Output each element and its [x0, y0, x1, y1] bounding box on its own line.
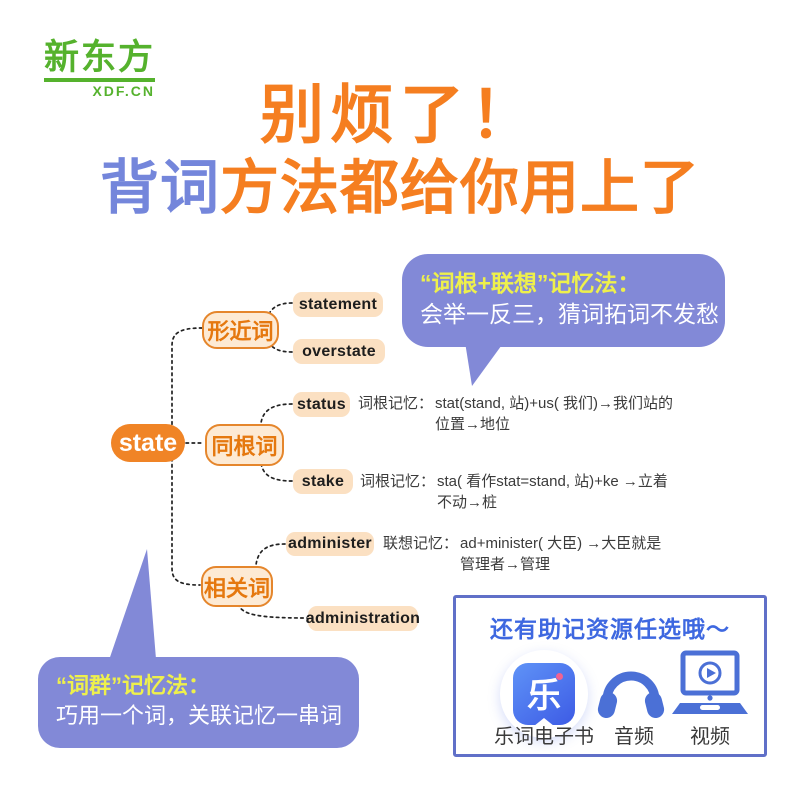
- word-node-overstate: overstate: [293, 339, 385, 364]
- laptop-video-icon: [672, 650, 748, 714]
- note-stake: 词根记忆： sta( 看作stat=stand, 站)+ke →立着 不动→桩: [360, 471, 668, 513]
- headline-highlight: 背词: [99, 155, 220, 221]
- resource-label-audio: 音频: [614, 726, 654, 748]
- category-node-xiangguanci: 相关词: [201, 566, 273, 607]
- resources-panel: 还有助记资源任选哦～ 乐 乐词电子书 音频 视频: [453, 595, 767, 757]
- leci-pink-dot: [556, 673, 563, 680]
- note-status: 词根记忆： stat(stand, 站)+us( 我们)→我们站的 位置→地位: [358, 393, 673, 435]
- logo-domain-text: XDF.CN: [44, 78, 156, 98]
- leci-app-icon: 乐: [500, 650, 588, 738]
- headline-rest: 方法都给你用上了: [220, 155, 701, 221]
- resource-label-ebook: 乐词电子书: [494, 726, 594, 748]
- headline-line2: 背词方法都给你用上了: [0, 140, 800, 225]
- leci-app-tile: 乐: [513, 663, 575, 726]
- bubble-top-title: “词根+联想”记忆法：: [420, 270, 641, 296]
- headline-line1: 别烦了！: [260, 79, 540, 151]
- note-stake-line2: 不动→桩: [437, 494, 498, 511]
- resource-label-video: 视频: [690, 726, 730, 748]
- note-status-label: 词根记忆：: [358, 395, 434, 412]
- bubble-top-desc: 会举一反三，猜词拓词不发愁: [420, 301, 719, 327]
- note-status-line1: stat(stand, 站)+us( 我们)→我们站的: [435, 395, 673, 412]
- note-administer-line2: 管理者→管理: [460, 556, 551, 573]
- xdf-logo: 新东方 XDF.CN: [44, 38, 156, 98]
- leci-book-notch: [534, 718, 554, 726]
- mindmap-root-node: state: [111, 424, 185, 462]
- note-administer-line1: ad+minister( 大臣) →大臣就是: [460, 535, 662, 552]
- logo-brand-text: 新东方: [44, 38, 156, 77]
- bubble-bottom-tail: [108, 549, 156, 663]
- leci-glyph: 乐: [527, 676, 561, 715]
- word-node-administer: administer: [286, 532, 374, 556]
- word-node-status: status: [293, 392, 350, 417]
- note-stake-line1: sta( 看作stat=stand, 站)+ke →立着: [437, 473, 668, 490]
- bubble-word-group-method: “词群”记忆法： 巧用一个词，关联记忆一串词: [38, 657, 359, 748]
- note-status-line2: 位置→地位: [435, 416, 511, 433]
- bubble-bottom-title: “词群”记忆法：: [56, 673, 211, 698]
- category-node-xingjinci: 形近词: [202, 311, 279, 349]
- note-stake-label: 词根记忆：: [360, 473, 436, 490]
- word-node-statement: statement: [293, 292, 383, 317]
- resources-title: 还有助记资源任选哦～: [490, 616, 730, 642]
- bubble-top-tail: [465, 342, 504, 386]
- note-administer: 联想记忆： ad+minister( 大臣) →大臣就是 管理者→管理: [383, 533, 661, 575]
- note-administer-label: 联想记忆：: [383, 535, 459, 552]
- word-node-administration: administration: [306, 606, 420, 631]
- bubble-bottom-desc: 巧用一个词，关联记忆一串词: [56, 703, 343, 728]
- headphones-icon: [597, 671, 665, 718]
- bubble-root-association-method: “词根+联想”记忆法： 会举一反三，猜词拓词不发愁: [402, 254, 725, 347]
- category-node-tonggenci: 同根词: [205, 424, 284, 466]
- word-node-stake: stake: [293, 469, 353, 494]
